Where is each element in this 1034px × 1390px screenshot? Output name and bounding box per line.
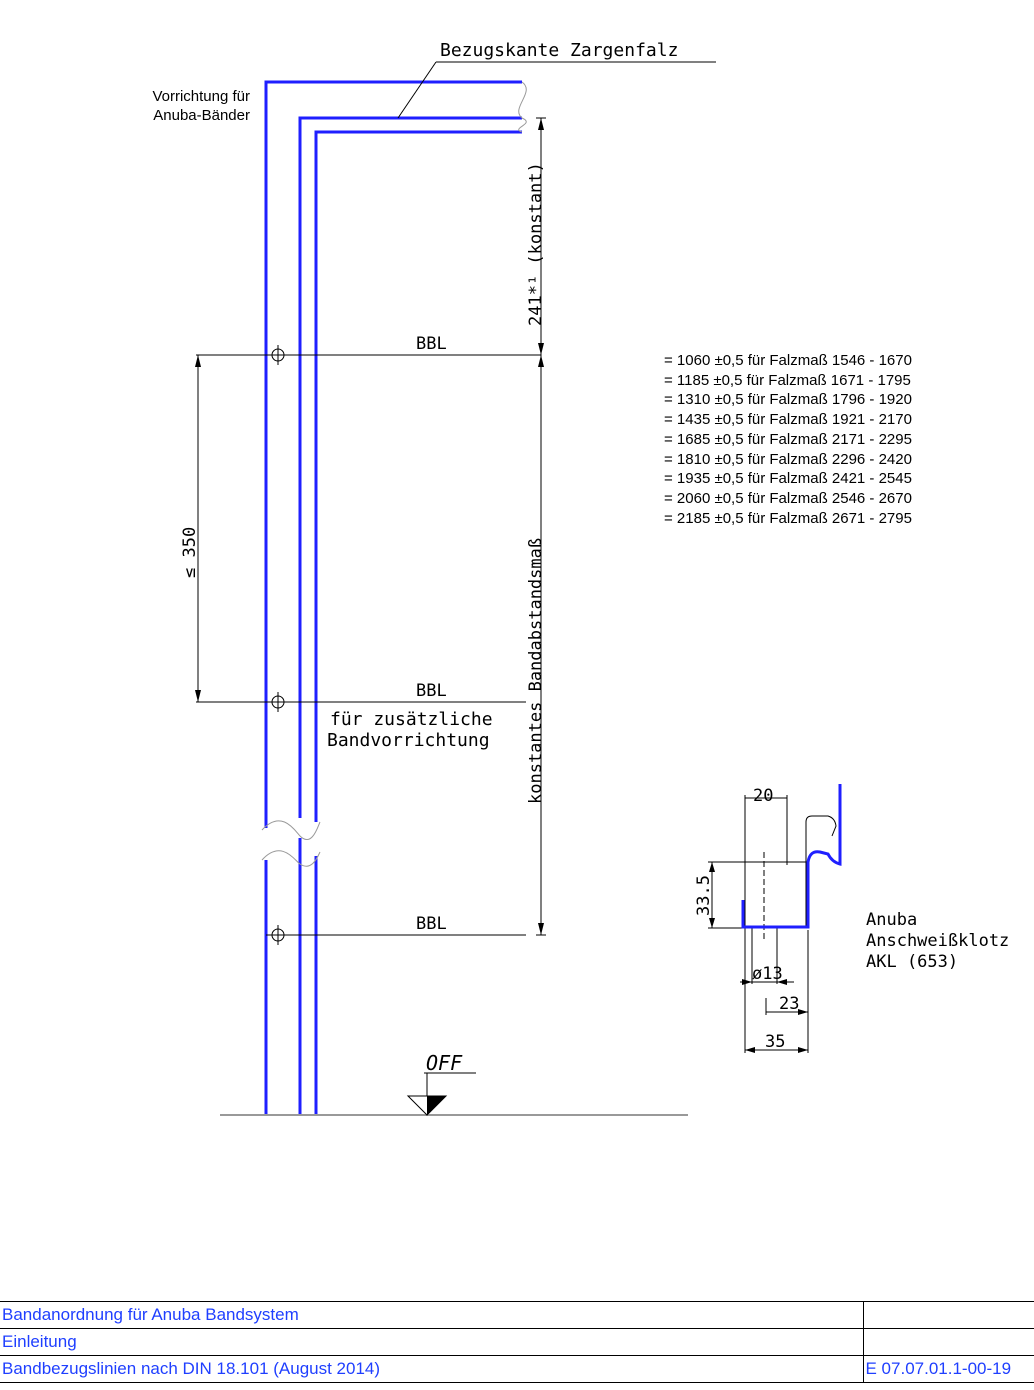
spacing-row: = 1060 ±0,5 für Falzmaß 1546 - 1670 [664,352,912,369]
hinge-symbol [271,692,285,712]
reference-edge-label: Bezugskante Zargenfalz [440,40,678,61]
arrow-head [538,118,544,130]
off-symbol [406,1072,476,1116]
dim-left-label: ≤ 350 [180,527,200,578]
detail-dim-20: 20 [753,786,773,806]
bbl-label-1: BBL [416,334,447,354]
drawing-number: E 07.07.01.1-00-19 [862,1355,1034,1383]
dim-top-label: 241*¹ (konstant) [526,162,546,326]
bbl-lines [196,354,541,936]
spacing-row: = 1435 ±0,5 für Falzmaß 1921 - 2170 [664,411,912,428]
extra-hinge-line1: für zusätzliche [330,709,493,730]
detail-dim-23: 23 [779,994,799,1014]
spacing-row: = 1685 ±0,5 für Falzmaß 2171 - 2295 [664,431,912,448]
extra-hinge-line2: Bandvorrichtung [327,730,490,751]
spacing-row: = 2060 ±0,5 für Falzmaß 2546 - 2670 [664,490,912,507]
title-row2-right [862,1328,1034,1356]
spacing-row: = 1185 ±0,5 für Falzmaß 1671 - 1795 [664,372,911,389]
break-marks [261,81,527,867]
spacing-table: = 1060 ±0,5 für Falzmaß 1546 - 1670 = 11… [664,352,912,527]
detail-label-line1: Anuba [866,910,917,930]
spacing-row: = 1310 ±0,5 für Falzmaß 1796 - 1920 [664,391,912,408]
hinge-symbol [271,345,285,365]
title-row3-left: Bandbezugslinien nach DIN 18.101 (August… [0,1355,863,1383]
arrow-head [195,355,201,367]
arrow-head [195,690,201,702]
frame-profile [264,80,522,1115]
spacing-row: = 1810 ±0,5 für Falzmaß 2296 - 2420 [664,451,912,468]
reference-edge-leader [397,61,716,119]
hinge-symbol [271,925,285,945]
device-label-line2: Anuba-Bänder [153,107,250,124]
detail-label-line3: AKL (653) [866,952,958,972]
detail-dim-height: 33.5 [694,875,714,916]
dim-main-label: konstantes Bandabstandsmaß [526,538,546,804]
bbl-label-3: BBL [416,914,447,934]
spacing-row: = 2185 ±0,5 für Falzmaß 2671 - 2795 [664,510,912,527]
technical-drawing: Bezugskante Zargenfalz Vorrichtung für A… [152,40,1009,1116]
arrow-head [538,923,544,935]
weld-block-detail [708,784,842,1053]
detail-dim-diameter: ø13 [752,964,783,984]
spacing-row: = 1935 ±0,5 für Falzmaß 2421 - 2545 [664,470,912,487]
off-label: OFF [426,1051,463,1075]
title-row1-right [862,1301,1034,1329]
detail-label-line2: Anschweißklotz [866,931,1009,951]
bbl-label-2: BBL [416,681,447,701]
arrow-head [538,355,544,367]
title-row2-left: Einleitung [0,1328,863,1356]
device-label-line1: Vorrichtung für [152,88,250,105]
title-row1-left: Bandanordnung für Anuba Bandsystem [0,1301,863,1329]
detail-dim-35: 35 [765,1032,785,1052]
title-block: Bandanordnung für Anuba Bandsystem Einle… [0,1301,1034,1390]
arrow-head [538,343,544,355]
